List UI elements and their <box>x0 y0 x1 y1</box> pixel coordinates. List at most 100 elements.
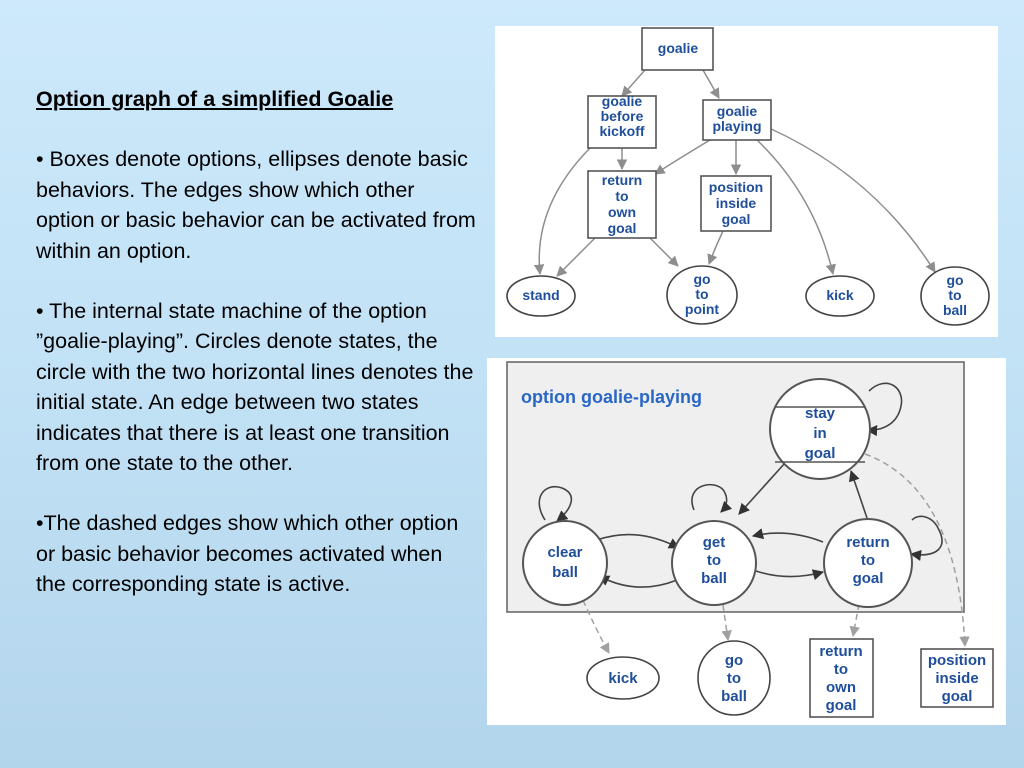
label-line: own <box>826 679 856 696</box>
label-line: kick <box>608 670 638 687</box>
label-line: goal <box>805 445 836 462</box>
label-line: playing <box>712 118 761 134</box>
label-line: to <box>948 287 961 303</box>
label-line: kick <box>826 287 853 303</box>
state-machine-svg: option goalie-playing stay in goal clear ba… <box>506 361 994 718</box>
label-line: go <box>693 271 710 287</box>
label-line: goal <box>826 697 857 714</box>
node-kick: kick <box>805 275 875 317</box>
loop-stay-in-goal <box>865 382 903 437</box>
label-line: goalie <box>717 103 758 119</box>
bullet-state-machine: • The internal state machine of the opti… <box>36 299 474 476</box>
label-line: point <box>685 301 720 317</box>
option-title: option goalie-playing <box>521 387 702 407</box>
svg-text:kick: kick <box>608 670 638 687</box>
bullet-dashed-edges: •The dashed edges show which other optio… <box>36 511 459 597</box>
state-clear-ball: clear ball <box>522 520 608 606</box>
label-line: to <box>707 552 721 569</box>
label-line: return <box>846 534 889 551</box>
label-line: goal <box>942 688 973 705</box>
node-stand: stand <box>506 275 576 317</box>
slide-text: Option graph of a simplified Goalie • Bo… <box>36 84 476 630</box>
label-line: inside <box>935 670 978 687</box>
edge-position-to-go-to-point <box>707 230 724 265</box>
edge-goalie-to-before-kickoff <box>621 69 646 97</box>
edge-return-to-go-to-point <box>649 237 679 267</box>
edge-return-to-stand <box>556 237 596 277</box>
label-line: ball <box>721 688 747 705</box>
label-line: ball <box>943 302 967 318</box>
label-line: before <box>601 108 644 124</box>
label-line: own <box>608 204 636 220</box>
label-line: goalie <box>602 93 643 109</box>
label-line: goalie <box>658 40 699 56</box>
label-line: to <box>727 670 741 687</box>
label-line: goal <box>722 211 751 227</box>
edge-kickoff-to-stand <box>533 147 591 276</box>
label-line: go <box>946 272 963 288</box>
label-line: position <box>928 652 986 669</box>
label-line: stay <box>805 405 836 422</box>
label-line: position <box>709 179 763 195</box>
dash-return-to-own-goal <box>849 603 860 638</box>
svg-text:goalie: goalie <box>658 40 699 56</box>
state-machine-figure: option goalie-playing stay in goal clear ba… <box>487 358 1006 725</box>
activated-kick: kick <box>586 656 660 700</box>
label-line: ball <box>701 570 727 587</box>
label-line: to <box>861 552 875 569</box>
label-line: get <box>703 534 726 551</box>
label-line: ball <box>552 564 578 581</box>
edge-return-to-get <box>751 528 824 543</box>
label-line: return <box>602 172 642 188</box>
label-line: inside <box>716 195 757 211</box>
edge-return-to-stay <box>848 469 868 519</box>
label-line: kickoff <box>599 123 644 139</box>
edge-get-to-clear <box>598 575 678 588</box>
edge-get-to-return <box>752 569 825 581</box>
label-line: return <box>819 643 862 660</box>
state-stay-in-goal: stay in goal <box>769 378 871 480</box>
slide-title: Option graph of a simplified Goalie <box>36 87 394 111</box>
edge-playing-to-go-to-ball <box>768 127 936 273</box>
label-line: in <box>813 425 826 442</box>
dash-stay-to-position <box>864 453 970 648</box>
edge-stay-to-get <box>738 462 786 515</box>
svg-text:stand: stand <box>522 287 559 303</box>
label-line: goal <box>853 570 884 587</box>
label-line: to <box>695 286 708 302</box>
loop-clear-ball <box>538 485 573 522</box>
label-line: to <box>834 661 848 678</box>
edge-playing-to-kick <box>756 139 836 276</box>
label-line: go <box>725 652 743 669</box>
dash-get-to-go-to-ball <box>721 604 732 642</box>
edge-clear-to-get <box>596 533 680 549</box>
svg-text:kick: kick <box>826 287 853 303</box>
bullet-boxes-ellipses: • Boxes denote options, ellipses denote … <box>36 147 476 263</box>
node-goalie: goalie <box>641 27 714 71</box>
label-line: clear <box>547 544 582 561</box>
edge-playing-to-go-to-point <box>654 139 711 175</box>
